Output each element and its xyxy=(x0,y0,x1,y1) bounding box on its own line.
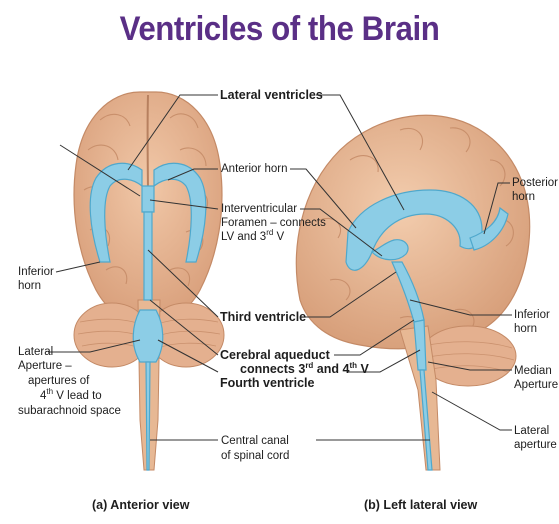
label-inferior-horn-left-2: horn xyxy=(18,279,41,293)
label-interventricular-1: Interventricular xyxy=(221,202,297,216)
label-posterior-horn-2: horn xyxy=(512,190,535,204)
lateral-brain xyxy=(296,115,529,470)
label-inferior-horn-left-1: Inferior xyxy=(18,265,54,279)
label-lateral-aperture-right-1: Lateral xyxy=(514,424,549,438)
label-lateral-ventricles: Lateral ventricles xyxy=(220,88,323,102)
label-central-canal-1: Central canal xyxy=(221,434,289,448)
label-lateral-aperture-right-2: aperture xyxy=(514,438,557,452)
label-inferior-horn-right-1: Inferior xyxy=(514,308,550,322)
label-interventricular-2: Foramen – connects xyxy=(221,216,326,230)
label-lateral-aperture-left-3: apertures of xyxy=(28,374,89,388)
label-anterior-horn: Anterior horn xyxy=(221,162,287,176)
label-fourth-ventricle: Fourth ventricle xyxy=(220,376,314,390)
label-median-aperture-1: Median xyxy=(514,364,552,378)
label-inferior-horn-right-2: horn xyxy=(514,322,537,336)
label-lateral-aperture-left-4: 4th V lead to xyxy=(40,389,102,403)
label-median-aperture-2: Aperture xyxy=(514,378,558,392)
label-third-ventricle: Third ventricle xyxy=(220,310,306,324)
label-interventricular-3: LV and 3rd V xyxy=(221,230,284,244)
page-title: Ventricles of the Brain xyxy=(22,10,536,49)
label-lateral-aperture-left-2: Aperture – xyxy=(18,359,72,373)
label-posterior-horn-1: Posterior xyxy=(512,176,558,190)
label-central-canal-2: of spinal cord xyxy=(221,449,289,463)
caption-lateral-view: (b) Left lateral view xyxy=(364,498,477,512)
label-connects: connects 3rd and 4th V xyxy=(240,362,369,376)
caption-anterior-view: (a) Anterior view xyxy=(92,498,189,512)
label-lateral-aperture-left-5: subarachnoid space xyxy=(18,404,121,418)
label-lateral-aperture-left-1: Lateral xyxy=(18,345,53,359)
